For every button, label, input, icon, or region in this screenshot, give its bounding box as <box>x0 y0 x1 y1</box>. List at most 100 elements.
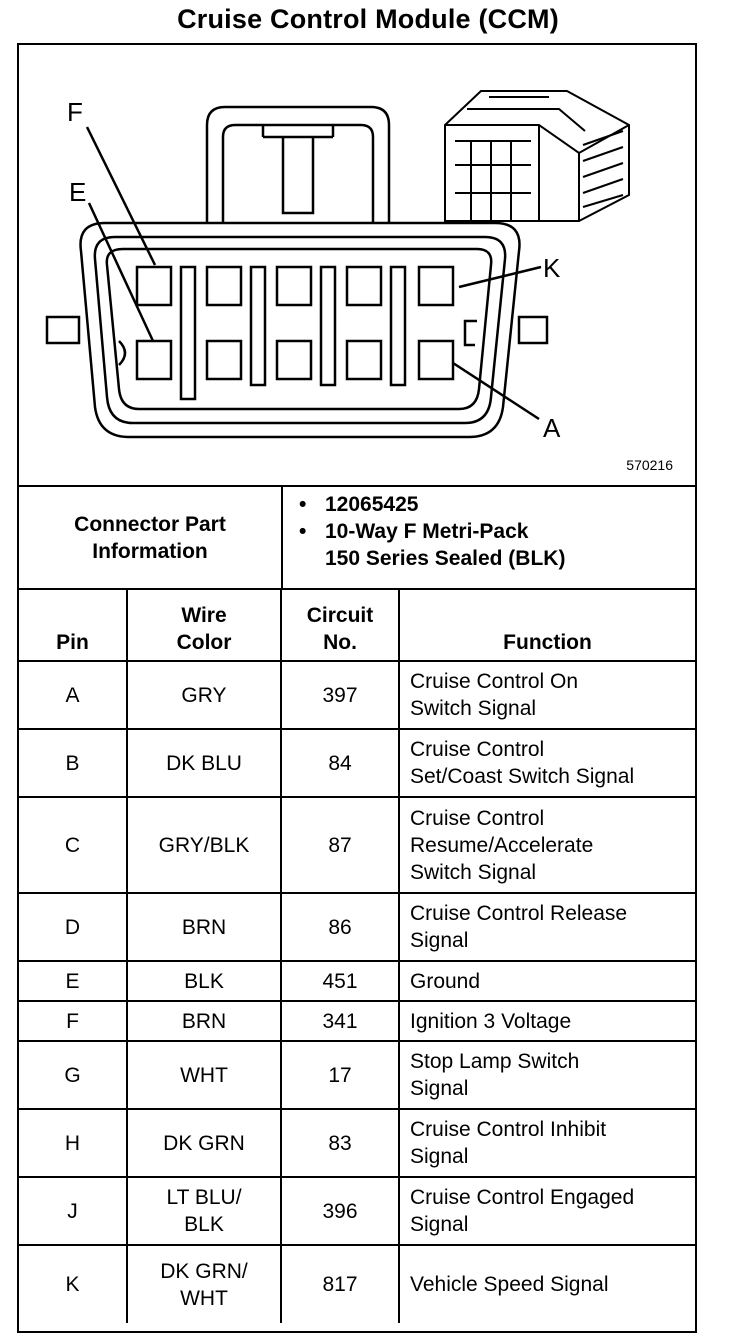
wire-color-cell: DK BLU <box>126 728 282 798</box>
cavity-top-3 <box>275 265 313 307</box>
circuit-cell: 86 <box>280 892 400 962</box>
leader-K <box>458 265 542 289</box>
function-cell: Vehicle Speed Signal <box>398 1244 695 1323</box>
housing-inner <box>105 247 493 411</box>
cavity-A <box>417 339 455 381</box>
connector-3d-view <box>444 90 630 222</box>
pin-cell: H <box>19 1108 128 1178</box>
pin-cell: B <box>19 728 128 798</box>
cavity-bottom-4 <box>345 339 383 381</box>
circuit-cell: 451 <box>280 960 400 1002</box>
cavity-K <box>417 265 455 307</box>
callout-A: A <box>543 413 561 443</box>
pin-cell: F <box>19 1000 128 1042</box>
connector-document: F E K A 570216 Connector Part Informatio… <box>17 43 697 1333</box>
connector-drawing: F E K A <box>45 90 630 443</box>
wire-color-cell: GRY <box>126 660 282 730</box>
circuit-cell: 84 <box>280 728 400 798</box>
right-notch <box>463 319 477 347</box>
leader-F <box>85 126 157 266</box>
wire-color-cell: BRN <box>126 1000 282 1042</box>
pin-cell: D <box>19 892 128 962</box>
circuit-cell: 341 <box>280 1000 400 1042</box>
part-info-label-cell: Connector Part Information <box>19 487 283 588</box>
circuit-cell: 83 <box>280 1108 400 1178</box>
function-cell: Ignition 3 Voltage <box>398 1000 695 1042</box>
cavity-top-2 <box>205 265 243 307</box>
part-info-values: • 12065425 • 10-Way F Metri-Pack 150 Ser… <box>283 491 693 572</box>
cavity-bottom-3 <box>275 339 313 381</box>
wire-color-cell: WHT <box>126 1040 282 1110</box>
circuit-cell: 817 <box>280 1244 400 1323</box>
connector-part-info: Connector Part Information • 12065425 • … <box>19 487 695 590</box>
page-title: Cruise Control Module (CCM) <box>177 4 559 34</box>
locking-tab-latch <box>281 137 315 215</box>
left-notch <box>118 340 127 366</box>
pin-cell: K <box>19 1244 128 1323</box>
cavity-top-4 <box>345 265 383 307</box>
circuit-cell: 396 <box>280 1176 400 1246</box>
cavity-E <box>135 339 173 381</box>
figure-id: 570216 <box>626 457 673 473</box>
connector-type: • 10-Way F Metri-Pack 150 Series Sealed … <box>299 520 566 570</box>
wire-color-cell: LT BLU/BLK <box>126 1176 282 1246</box>
function-cell: Ground <box>398 960 695 1002</box>
left-ear <box>45 315 81 345</box>
cavity-F <box>135 265 173 307</box>
callout-F: F <box>67 97 83 127</box>
pin-cell: A <box>19 660 128 730</box>
rib-4 <box>389 265 407 387</box>
header-pin: Pin <box>19 588 128 662</box>
housing-outer <box>79 221 521 439</box>
pin-cell: C <box>19 796 128 894</box>
right-ear <box>517 315 549 345</box>
callout-K: K <box>543 253 561 283</box>
part-number: • 12065425 <box>299 493 419 516</box>
header-function: Function <box>398 588 695 662</box>
wire-color-cell: BLK <box>126 960 282 1002</box>
pin-cell: G <box>19 1040 128 1110</box>
connector-diagram: F E K A 570216 <box>19 45 695 487</box>
circuit-cell: 17 <box>280 1040 400 1110</box>
wire-color-cell: DK GRN <box>126 1108 282 1178</box>
locking-tab-outer <box>205 105 391 223</box>
leader-A <box>452 361 540 421</box>
leader-E <box>87 202 155 342</box>
locking-tab-inner <box>221 123 375 223</box>
circuit-cell: 87 <box>280 796 400 894</box>
locking-tab-slot <box>261 125 335 139</box>
cavity-bottom-2 <box>205 339 243 381</box>
rib-3 <box>319 265 337 387</box>
rib-2 <box>249 265 267 387</box>
callout-E: E <box>69 177 86 207</box>
housing-middle <box>93 235 507 425</box>
pin-cell: J <box>19 1176 128 1246</box>
wire-color-cell: BRN <box>126 892 282 962</box>
part-info-label: Connector Part Information <box>74 512 226 563</box>
wire-color-cell: DK GRN/WHT <box>126 1244 282 1323</box>
rib-1 <box>179 265 197 401</box>
bullet-icon: • <box>299 520 307 543</box>
bullet-icon: • <box>299 493 307 516</box>
